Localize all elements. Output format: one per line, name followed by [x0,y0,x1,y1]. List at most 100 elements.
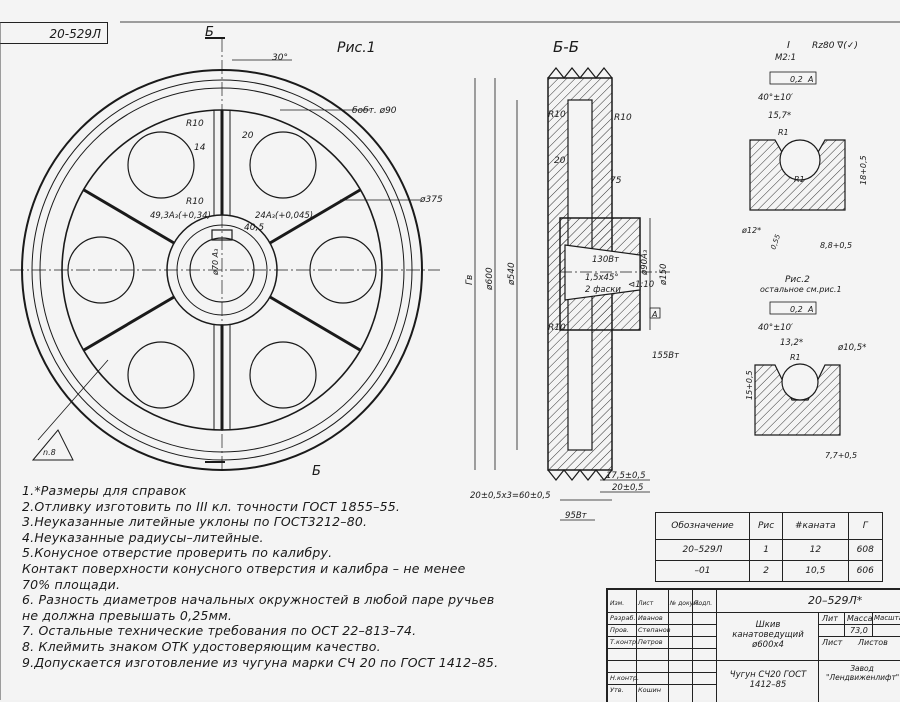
note-line: 70% площади. [22,576,121,592]
table-cell: 608 [847,539,884,561]
sec-15x45: 1,5х45° [585,273,619,283]
dim-r10-a: R10 [186,119,204,129]
sec-r10-1: R10 [548,110,566,120]
table-row: 20–529Л 1 12 608 [655,539,884,561]
fig1-title: Рис.1 [337,40,376,56]
header-cell: № докум. [670,600,700,607]
detail2-77: 7,7+0,5 [825,451,857,460]
detail2-tol: 0,2 [790,305,803,314]
signature: Степанов [638,626,671,634]
table-cell: 2 [748,560,784,582]
note-line: 4.Неуказанные радиусы–литейные. [22,529,264,545]
detail1-88: 8,8+0,5 [820,241,852,250]
sec-20x3: 20±0,5х3=60±0,5 [470,491,550,501]
table-header: Г [847,512,884,540]
table-cell: 12 [782,539,849,561]
section-mark-top: Б [205,25,214,40]
dim-14: 14 [194,143,206,153]
detail-view-2: Рис.2 остальное см.рис.1 0,2 А 40°±10′ 1… [745,275,866,460]
organization: Завод "Лендвиженлифт" [826,664,900,682]
detail1-055: 0,55 [769,233,782,251]
table-header: Рис [748,512,784,540]
front-view [10,37,440,471]
role-label: Т.контр. [610,638,639,646]
part-name: Шкив канатоведущий ø600х4 [732,620,804,650]
signature: Иванов [638,614,663,622]
detail2-title: Рис.2 [785,275,810,285]
role-label: Пров. [610,626,629,634]
table-header-row: Обозначение Рис #каната Г [655,512,884,540]
role-label: Утв. [610,686,624,694]
dim-angle: 30° [272,53,288,63]
table-cell: 1 [748,539,784,561]
section-view: Б-Б R10 [465,38,680,521]
sec-175: 17,5±0,5 [606,471,646,481]
detail2-datum: А [807,305,813,314]
corner-stamp: 20-529Л [0,22,108,44]
detail1-tol: 0,2 [790,75,803,84]
title-block: 20–529Л* Шкив канатоведущий ø600х4 Чугун… [606,588,900,702]
dim-375: ø375 [419,195,443,205]
note-line: не должна превышать 0,25мм. [22,607,233,623]
detail1-12: ø12* [741,226,761,235]
detail1-label: I [787,40,790,51]
col-mass: Масса [847,614,873,623]
signature: Кошин [638,686,662,694]
sec-20b: 20±0,5 [612,483,643,493]
section-title: Б-Б [553,38,579,56]
sec-150: ø150 [659,264,669,286]
sec-20: 20 [554,156,566,166]
sec-datum-a: А [651,310,657,319]
col-scale: Масштаб [874,614,900,622]
role-label: Н.контр. [610,674,640,682]
sec-1308: 130Вт [592,255,620,265]
detail2-132: 13,2* [780,338,803,348]
dim-bobt: бобт. ø90 [352,106,397,116]
roughness-triangle [31,429,74,461]
note-line: 7. Остальные технические требования по О… [22,623,417,639]
detail-view-1: I М2:1 Rz80 ∇(✓) 0,2 А 40°±10′ 15,7* R1 … [741,40,868,251]
note-line: 8. Клеймить знаком ОТК удостоверяющим ка… [22,638,381,654]
note-line: Контакт поверхности конусного отверстия … [22,560,466,576]
detail2-subtitle: остальное см.рис.1 [760,285,842,294]
sec-540: ø540 [507,262,517,286]
section-mark-bottom: Б [312,464,321,479]
sec-chamfer: 2 фаски [585,285,621,295]
sheets-label: Листов [858,638,888,647]
technical-notes: 1.*Размеры для справок 2.Отливку изготов… [22,483,582,670]
sec-r10-2: R10 [614,113,632,123]
detail1-datum: А [807,75,813,84]
col-lit: Лит [822,614,838,623]
header-cell: Подп. [694,600,713,607]
variants-table: Обозначение Рис #каната Г 20–529Л 1 12 6… [655,512,884,582]
note-line: 3.Неуказанные литейные уклоны по ГОСТ321… [22,514,368,530]
roughness-note: Rz80 ∇(✓) [812,41,858,51]
note-line: 9.Допускается изготовление из чугуна мар… [22,654,499,670]
sec-1558: 155Вт [652,351,680,361]
header-cell: Изм. [610,600,625,607]
note-line: 2.Отливку изготовить по III кл. точности… [22,498,401,514]
detail1-157: 15,7* [768,111,791,121]
detail2-105: ø10,5* [837,343,866,353]
sec-95: 95Вт [565,511,588,521]
mass-value: 73,0 [850,626,868,635]
detail2-angle: 40°±10′ [758,323,793,333]
note-line: 1.*Размеры для справок [22,483,187,498]
roughness-n8: n.8 [43,448,56,457]
detail1-r1b: R1 [794,175,805,184]
role-label: Разраб. [610,614,636,622]
dim-r10-b: R10 [186,197,204,207]
note-line: 6. Разность диаметров начальных окружнос… [22,592,495,608]
detail1-angle: 40°±10′ [758,93,793,103]
signature: Петров [638,638,663,646]
table-cell: –01 [655,560,750,582]
table-cell: 10,5 [782,560,849,582]
sec-75: 75 [610,176,622,186]
table-header: #каната [782,512,849,540]
table-cell: 20–529Л [655,539,750,561]
sec-r10-3: R10 [548,323,566,333]
detail2-r1: R1 [790,353,801,362]
doc-number: 20–529Л* [808,594,863,607]
